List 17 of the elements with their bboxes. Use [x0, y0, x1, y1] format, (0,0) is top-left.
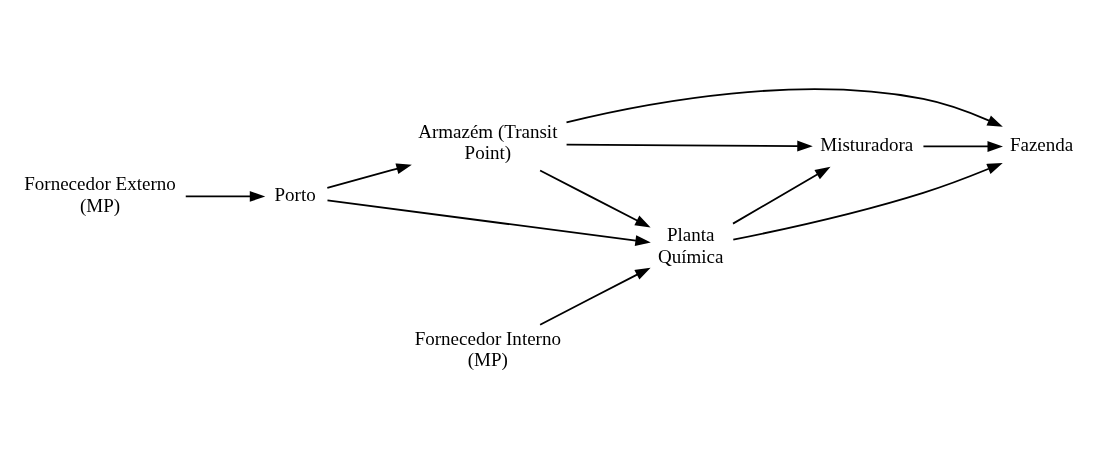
- node-text: Porto: [274, 183, 316, 205]
- arrow: [732, 163, 1003, 241]
- arrow: [922, 141, 1003, 152]
- arrow: [565, 140, 813, 152]
- arrow: [184, 191, 266, 202]
- arrow: [539, 267, 651, 326]
- node-text: Armazém (Transit Point): [418, 120, 558, 164]
- arrow: [539, 169, 651, 228]
- node-text: Fornecedor Interno (MP): [414, 327, 561, 371]
- node-text: Misturadora: [820, 133, 914, 155]
- arrow: [732, 166, 831, 225]
- arrow: [326, 199, 651, 246]
- node-text: Fazenda: [1009, 133, 1074, 155]
- node-text: Fornecedor Externo (MP): [24, 173, 176, 216]
- arrow: [326, 163, 412, 189]
- arrow: [565, 88, 1003, 127]
- node-text: Planta Química: [657, 224, 724, 267]
